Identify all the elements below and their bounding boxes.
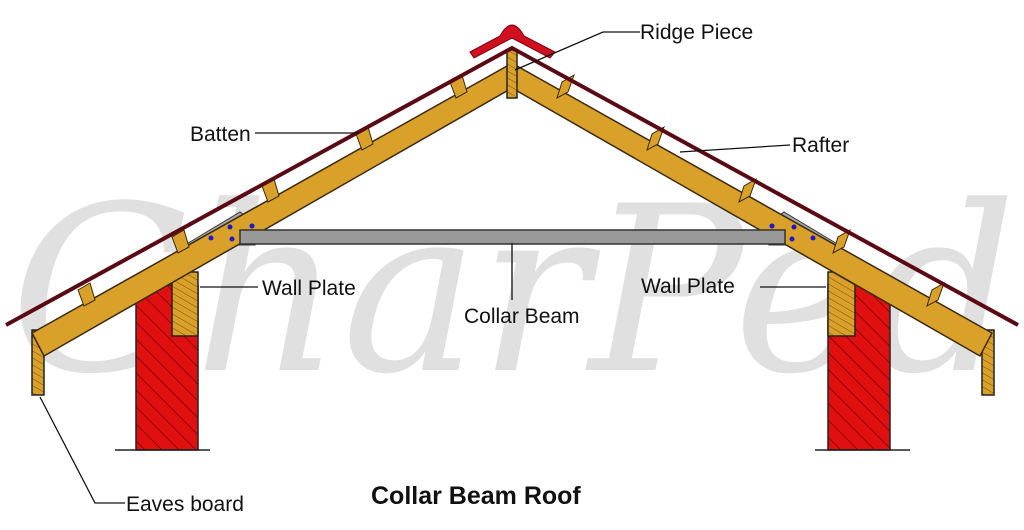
collar-beam (239, 229, 786, 245)
ridge-cap (469, 24, 556, 59)
label-eaves-board: Eaves board (126, 493, 244, 516)
roof-covering (5, 45, 1019, 327)
label-wall-plate-left: Wall Plate (262, 277, 356, 300)
label-wall-plate-right: Wall Plate (641, 275, 735, 298)
label-collar-beam: Collar Beam (464, 305, 580, 328)
diagram-title: Collar Beam Roof (371, 482, 581, 510)
leader-lines (39, 31, 826, 504)
label-rafter: Rafter (792, 134, 849, 157)
label-ridge-piece: Ridge Piece (640, 21, 753, 44)
left-wall-plate (171, 271, 199, 337)
label-batten: Batten (190, 123, 251, 146)
ridge-piece (506, 49, 518, 99)
bolts (208, 223, 816, 242)
